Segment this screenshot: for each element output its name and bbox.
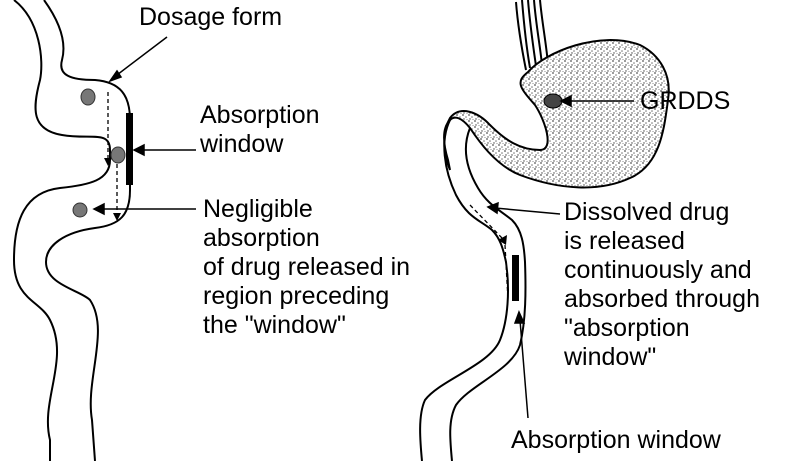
right-intestine-outer-wall	[420, 120, 508, 461]
left-flow-arrowheads	[104, 158, 121, 221]
dissolved-drug-label: Dissolved drug is released continuously …	[564, 198, 760, 372]
dosage-form-particles	[73, 89, 125, 217]
negligible-absorption-label: Negligible absorption of drug released i…	[203, 195, 410, 340]
right-absorption-window-bar	[512, 255, 519, 301]
left-pointers	[94, 37, 196, 214]
left-intestine	[14, 0, 130, 461]
absorption-window-left-label: Absorption window	[200, 101, 320, 159]
right-flow-arrowheads	[498, 235, 507, 245]
left-intestine-inner-wall	[44, 0, 130, 461]
grdds-label: GRDDS	[640, 87, 730, 116]
stomach	[444, 40, 669, 187]
left-absorption-window-bar	[126, 113, 133, 185]
grdds-dot	[544, 94, 562, 108]
dosage-form-label: Dosage form	[139, 3, 282, 32]
absorption-window-bottom-label: Absorption window	[511, 426, 721, 455]
right-intestine	[420, 120, 525, 461]
